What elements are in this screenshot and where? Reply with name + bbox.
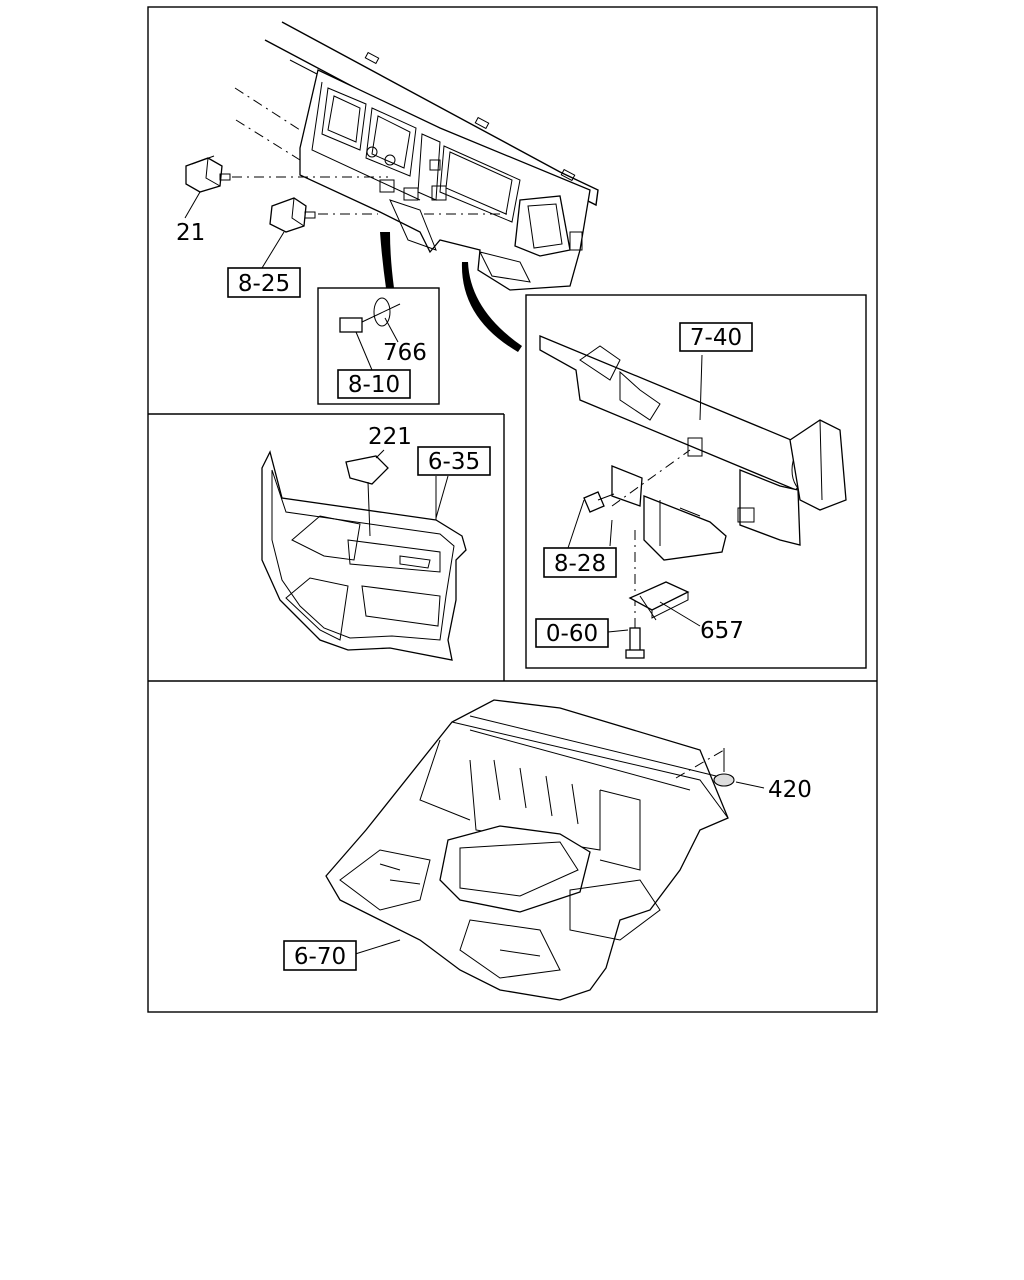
inset-box-7-40 [525, 294, 867, 669]
dashboard-illustration [232, 21, 599, 291]
label-8-28: 8-28 [543, 547, 617, 578]
label-8-25: 8-25 [227, 267, 301, 298]
label-text-8-28: 8-28 [554, 551, 606, 577]
label-text-8-25: 8-25 [238, 271, 290, 297]
connector-arrow-left [380, 232, 394, 288]
diagram-frame [147, 6, 878, 1013]
label-text-6-35: 6-35 [428, 449, 480, 475]
switch-part-21 [184, 155, 231, 219]
label-21: 21 [176, 220, 205, 246]
label-text-8-10: 8-10 [348, 372, 400, 398]
label-420: 420 [768, 777, 812, 803]
connector-arrow-right [461, 262, 522, 352]
switch-part-8-25 [261, 197, 316, 269]
inset-box-8-10 [317, 287, 440, 405]
label-0-60: 0-60 [535, 618, 609, 648]
label-766: 766 [383, 340, 427, 366]
label-text-420: 420 [768, 777, 812, 803]
label-text-6-70: 6-70 [294, 944, 346, 970]
label-6-35: 6-35 [417, 446, 491, 476]
floor-panel-illustration [325, 699, 765, 1001]
door-trim-illustration [261, 449, 467, 661]
label-text-657: 657 [700, 618, 744, 644]
label-7-40: 7-40 [679, 322, 753, 352]
label-text-0-60: 0-60 [546, 621, 598, 647]
leader-lines [351, 354, 703, 956]
label-8-10: 8-10 [337, 369, 411, 399]
label-text-7-40: 7-40 [690, 325, 742, 351]
label-221: 221 [368, 424, 412, 450]
label-6-70: 6-70 [283, 940, 357, 971]
label-text-21: 21 [176, 220, 205, 246]
label-text-221: 221 [368, 424, 412, 450]
label-657: 657 [700, 618, 744, 644]
label-text-766: 766 [383, 340, 427, 366]
